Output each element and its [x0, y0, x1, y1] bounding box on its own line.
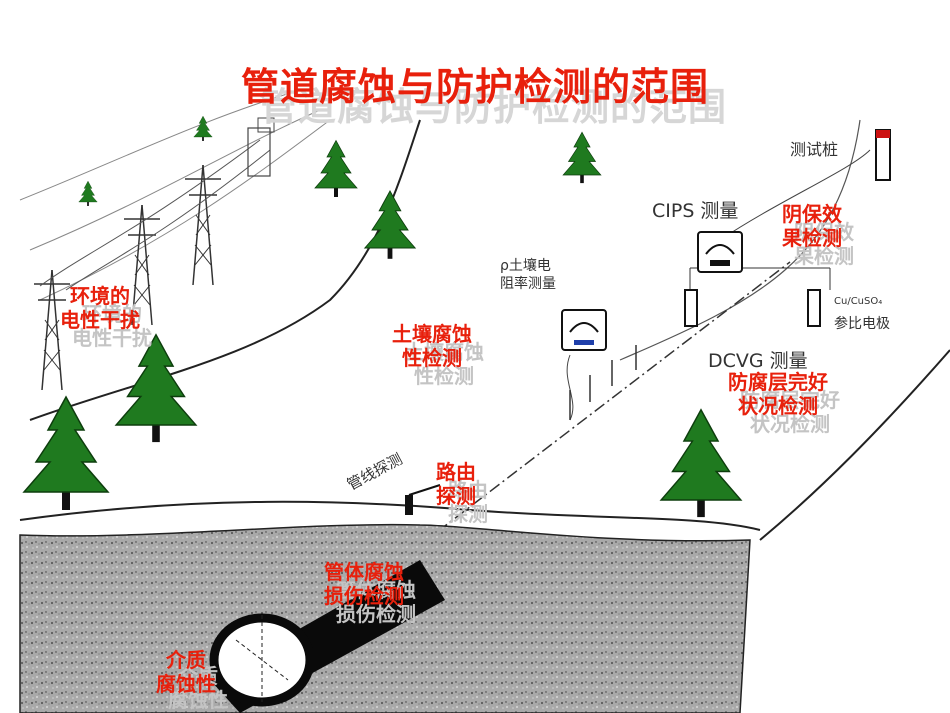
- cips-meter-icon: [697, 231, 743, 273]
- medium-label-shadow: 介质腐蚀性: [168, 664, 228, 712]
- cathodic-label: 阴保效果检测: [782, 202, 842, 250]
- medium-label: 介质腐蚀性: [156, 648, 216, 696]
- cips-label: CIPS 测量: [652, 200, 739, 222]
- electrode-icon: [684, 289, 821, 327]
- coating-label: 防腐层完好状况检测: [728, 370, 828, 418]
- coating-label-shadow: 防腐层完好状况检测: [740, 388, 840, 436]
- reference-electrode-label: 参比电极: [834, 316, 890, 332]
- hill-line: [39, 119, 331, 301]
- environment-label-shadow: 环境的电性干扰: [72, 302, 152, 350]
- dcvg-label: DCVG 测量: [708, 350, 808, 372]
- hill-line: [19, 89, 301, 201]
- dcvg-line: [419, 261, 791, 546]
- substation: [257, 117, 275, 133]
- test-post-wire: [719, 149, 871, 241]
- pipe-icon: [209, 560, 445, 713]
- test-post-label: 测试桩: [790, 140, 839, 159]
- power-wire: [65, 149, 271, 291]
- probe-wire: [566, 354, 574, 421]
- ridge-line: [759, 349, 950, 541]
- pipe-body-label-shadow: 管体腐蚀损伤检测: [336, 578, 416, 626]
- cathodic-label-shadow: 阴保效果检测: [794, 220, 854, 268]
- soil-corrosivity-label-shadow: 土壤腐蚀性检测: [404, 340, 484, 388]
- substation: [247, 127, 271, 177]
- page-title-shadow: 管道腐蚀与防护检测的范围: [258, 85, 727, 129]
- route-detection-label-shadow: 路由探测: [448, 478, 488, 526]
- probe-handle: [405, 495, 413, 515]
- pipe-body-label: 管体腐蚀损伤检测: [324, 560, 404, 608]
- soil-resistivity-label: ρ土壤电 阻率测量: [500, 258, 556, 292]
- ridge-line: [619, 119, 861, 361]
- page-title: 管道腐蚀与防护检测的范围: [240, 65, 709, 109]
- test-post-icon: [875, 129, 891, 181]
- power-wire: [39, 139, 261, 287]
- cips-meter-icon: [561, 309, 607, 351]
- ground-line: [19, 500, 761, 531]
- power-pylon-icon: [33, 164, 222, 391]
- cu-cuso4-label: Cu/CuSO₄: [834, 296, 883, 307]
- environment-label: 环境的电性干扰: [60, 284, 140, 332]
- probe-handle: [408, 484, 441, 496]
- hill-line: [29, 109, 321, 251]
- ridge-line: [29, 119, 421, 421]
- fence-posts: [569, 345, 637, 420]
- soil-corrosivity-label: 土壤腐蚀性检测: [392, 322, 472, 370]
- route-detection-label: 路由探测: [436, 460, 476, 508]
